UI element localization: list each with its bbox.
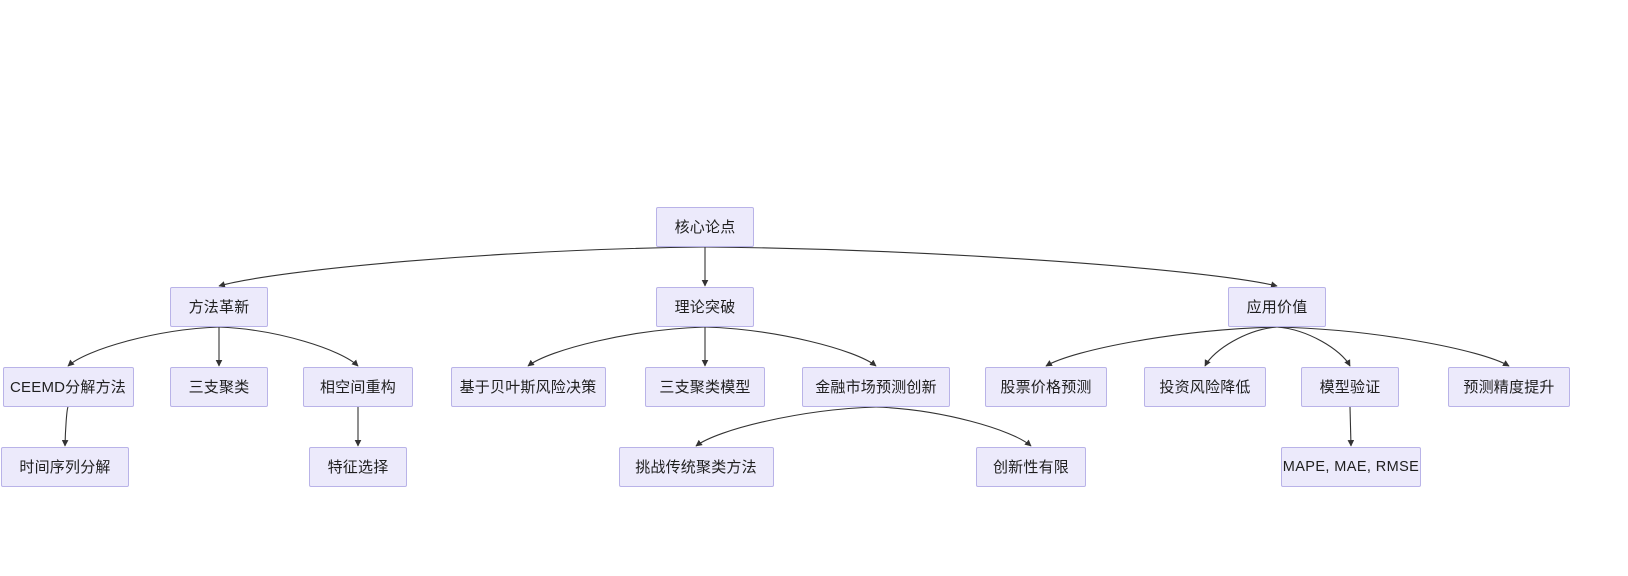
- node-n_tzct[interactable]: 挑战传统聚类方法: [618, 447, 774, 487]
- node-n_yy[interactable]: 应用价值: [1228, 287, 1326, 327]
- node-n_jrsc[interactable]: 金融市场预测创新: [802, 367, 950, 407]
- node-n_tzfx[interactable]: 投资风险降低: [1144, 367, 1266, 407]
- node-label: 三支聚类: [188, 378, 250, 396]
- node-n_xkj[interactable]: 相空间重构: [303, 367, 413, 407]
- node-label: 理论突破: [674, 298, 736, 316]
- node-label: 模型验证: [1319, 378, 1381, 396]
- node-label: CEEMD分解方法: [10, 378, 126, 396]
- node-n_3zjl[interactable]: 三支聚类: [170, 367, 268, 407]
- node-label: 投资风险降低: [1159, 378, 1251, 396]
- node-n_3zjlm[interactable]: 三支聚类模型: [645, 367, 765, 407]
- node-root[interactable]: 核心论点: [656, 207, 754, 247]
- node-n_byes[interactable]: 基于贝叶斯风险决策: [450, 367, 606, 407]
- node-label: 特征选择: [327, 458, 389, 476]
- node-n_ycjd[interactable]: 预测精度提升: [1448, 367, 1570, 407]
- node-label: 预测精度提升: [1463, 378, 1555, 396]
- node-n_tzxz[interactable]: 特征选择: [309, 447, 407, 487]
- node-label: 创新性有限: [992, 458, 1069, 476]
- node-label: 三支聚类模型: [659, 378, 751, 396]
- node-label: MAPE, MAE, RMSE: [1282, 458, 1420, 475]
- node-n_ll[interactable]: 理论突破: [656, 287, 754, 327]
- node-n_gpjg[interactable]: 股票价格预测: [985, 367, 1107, 407]
- node-label: 时间序列分解: [19, 458, 111, 476]
- node-n_mape[interactable]: MAPE, MAE, RMSE: [1281, 447, 1421, 487]
- node-label: 股票价格预测: [1000, 378, 1092, 396]
- node-n_ceemd[interactable]: CEEMD分解方法: [2, 367, 134, 407]
- node-n_fa[interactable]: 方法革新: [170, 287, 268, 327]
- node-n_mxyz[interactable]: 模型验证: [1301, 367, 1399, 407]
- node-label: 金融市场预测创新: [815, 378, 937, 396]
- node-label: 相空间重构: [319, 378, 396, 396]
- node-label: 方法革新: [188, 298, 250, 316]
- node-label: 基于贝叶斯风险决策: [459, 378, 597, 396]
- node-label: 应用价值: [1246, 298, 1308, 316]
- node-n_sjxl[interactable]: 时间序列分解: [1, 447, 129, 487]
- node-label: 挑战传统聚类方法: [635, 458, 757, 476]
- node-label: 核心论点: [674, 218, 736, 236]
- node-n_cxyx[interactable]: 创新性有限: [976, 447, 1086, 487]
